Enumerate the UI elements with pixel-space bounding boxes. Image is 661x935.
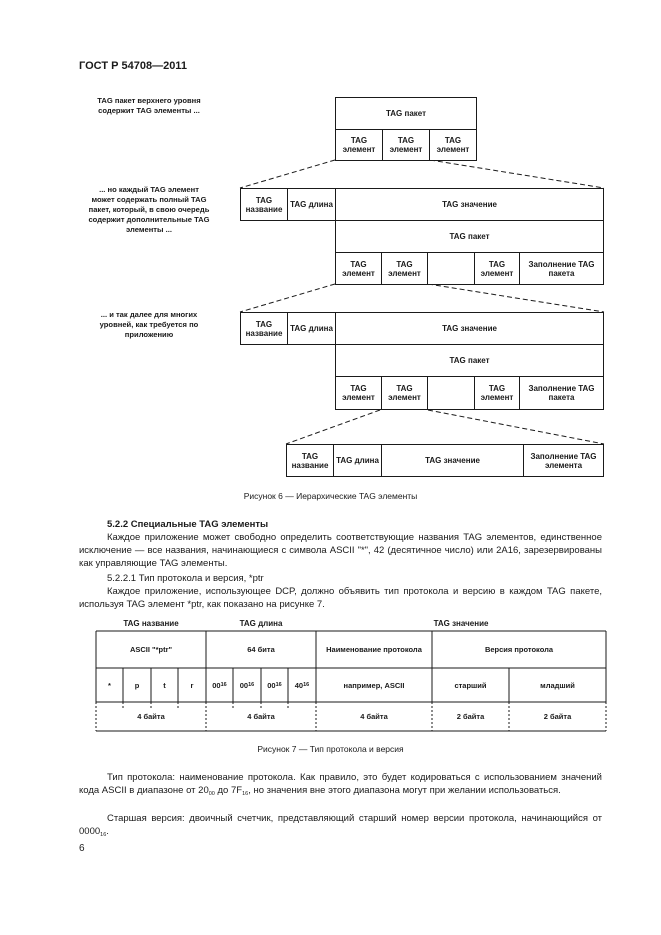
note-level-2: ... но каждый TAG элемент может содержат… xyxy=(88,185,210,234)
level3-tag-length: TAG длина xyxy=(287,312,336,345)
page-number: 6 xyxy=(79,843,85,854)
section-paragraph: Каждое приложение может свободно определ… xyxy=(79,532,602,569)
level1-tag-element: TAG элемент xyxy=(335,129,383,161)
level3-tag-value: TAG значение xyxy=(335,312,604,345)
level2-packet-padding: Заполнение TAG пакета xyxy=(519,252,604,285)
note-level-1: TAG пакет верхнего уровня содержит TAG э… xyxy=(97,96,201,115)
level3-empty-cell xyxy=(427,376,475,410)
cell-char: r xyxy=(190,680,194,690)
level4-element-padding: Заполнение TAG элемента xyxy=(523,444,604,477)
col-header-tag-name: TAG название xyxy=(123,619,179,628)
level2-tag-element: TAG элемент xyxy=(335,252,382,285)
cell-size: 2 байта xyxy=(543,712,572,721)
level3-tag-name: TAG название xyxy=(240,312,288,345)
major-version-paragraph: Старшая версия: двоичный счетчик, предст… xyxy=(79,813,602,838)
level3-tag-element: TAG элемент xyxy=(335,376,382,410)
subsection-heading: 5.2.2.1 Тип протокола и версия, *ptr xyxy=(107,573,264,584)
col-header-tag-length: TAG длина xyxy=(239,619,283,628)
level3-tag-element: TAG элемент xyxy=(381,376,428,410)
cell-char: p xyxy=(134,680,140,690)
cell-64-bits: 64 бита xyxy=(247,645,275,654)
level2-tag-element: TAG элемент xyxy=(474,252,520,285)
cell-minor: младший xyxy=(540,680,575,690)
level2-tag-element: TAG элемент xyxy=(381,252,428,285)
level2-tag-name: TAG название xyxy=(240,188,288,221)
note-level-3: ... и так далее для многих уровней, как … xyxy=(99,310,199,339)
level4-tag-length: TAG длина xyxy=(333,444,382,477)
col-header-tag-value: TAG значение xyxy=(433,619,489,628)
cell-size: 4 байта xyxy=(247,712,275,721)
subsection-paragraph: Каждое приложение, использующее DCP, дол… xyxy=(79,586,602,610)
cell-char: * xyxy=(108,680,111,690)
document-id: ГОСТ Р 54708—2011 xyxy=(79,60,187,72)
cell-protocol-version: Версия протокола xyxy=(484,645,554,654)
cell-protocol-name: Наименование протокола xyxy=(326,645,422,654)
cell-size: 4 байта xyxy=(137,712,165,721)
figure6-caption: Рисунок 6 — Иерархические TAG элементы xyxy=(243,491,418,501)
level2-tag-value: TAG значение xyxy=(335,188,604,221)
protocol-type-paragraph: Тип протокола: наименование протокола. К… xyxy=(79,772,602,797)
cell-size: 2 байта xyxy=(456,712,485,721)
cell-major: старший xyxy=(454,680,487,690)
level1-tag-element: TAG элемент xyxy=(429,129,477,161)
cell-ascii-ptr: ASCII "*ptr" xyxy=(129,645,173,654)
section-heading: 5.2.2 Специальные TAG элементы xyxy=(107,519,269,530)
level3-packet-padding: Заполнение TAG пакета xyxy=(519,376,604,410)
cell-example-ascii: например, ASCII xyxy=(343,680,405,690)
figure7-caption: Рисунок 7 — Тип протокола и версия xyxy=(257,744,404,754)
cell-char: t xyxy=(163,680,166,690)
level2-empty-cell xyxy=(427,252,475,285)
cell-size: 4 байта xyxy=(360,712,388,721)
